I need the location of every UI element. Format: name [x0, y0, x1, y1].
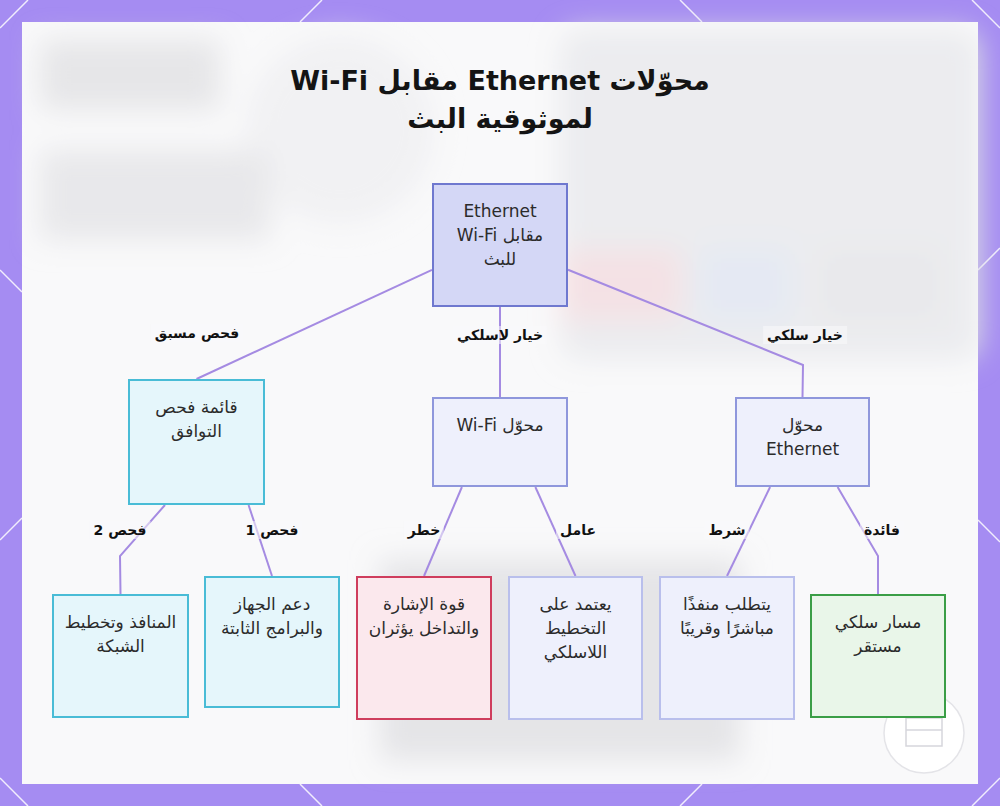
panel-veil — [22, 22, 978, 784]
node-label: محوّل Wi-Fi — [456, 413, 543, 437]
checklist-box: قائمة فحص التوافق — [128, 379, 265, 505]
edge-label: فحص مسبق — [151, 324, 243, 342]
connector-line — [838, 487, 878, 594]
edge-label: شرط — [704, 521, 749, 539]
risk-box: قوة الإشارة والتداخل يؤثران — [356, 576, 492, 720]
connector-line — [120, 505, 165, 594]
node-label: محوّل Ethernet — [745, 413, 860, 461]
node-label: يتطلب منفذًا مباشرًا وقريبًا — [669, 592, 785, 640]
check-box: المنافذ وتخطيط الشبكة — [52, 594, 189, 718]
diagram-title: محوّلات Ethernet مقابل Wi-Fi لموثوقية ال… — [270, 62, 730, 138]
edge-label: خيار لاسلكي — [453, 326, 547, 344]
node-label: المنافذ وتخطيط الشبكة — [62, 610, 179, 658]
node-label: يعتمد على التخطيط اللاسلكي — [518, 592, 633, 664]
node-label: قوة الإشارة والتداخل يؤثران — [366, 592, 482, 640]
node-label: Ethernet مقابل Wi-Fi للبث — [442, 199, 558, 271]
connector-line — [499, 307, 501, 397]
root-box: Ethernet مقابل Wi-Fi للبث — [432, 183, 568, 307]
option-box: محوّل Ethernet — [735, 397, 870, 487]
edge-label: فحص 2 — [90, 521, 151, 539]
edge-label: خيار سلكي — [763, 326, 847, 344]
detail-box: يتطلب منفذًا مباشرًا وقريبًا — [659, 576, 795, 720]
detail-box: يعتمد على التخطيط اللاسلكي — [508, 576, 643, 720]
node-label: قائمة فحص التوافق — [138, 395, 255, 443]
edge-label: عامل — [556, 521, 600, 539]
edge-label: خطر — [404, 521, 444, 539]
edge-label: فحص 1 — [242, 521, 303, 539]
edge-label: فائدة — [860, 521, 904, 539]
panel — [22, 22, 978, 784]
option-box: محوّل Wi-Fi — [432, 397, 568, 487]
benefit-box: مسار سلكي مستقر — [810, 594, 946, 718]
check-box: دعم الجهاز والبرامج الثابتة — [204, 576, 340, 708]
node-label: مسار سلكي مستقر — [820, 610, 936, 658]
node-label: دعم الجهاز والبرامج الثابتة — [214, 592, 330, 640]
connector-line — [249, 505, 272, 576]
